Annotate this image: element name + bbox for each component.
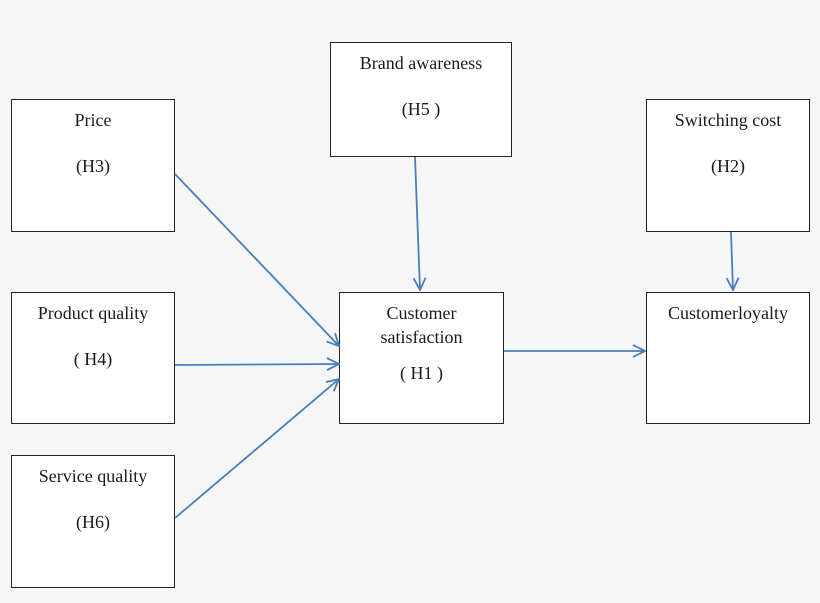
node-label: Switching cost — [674, 110, 782, 130]
arrow-brand-awareness-to-satisfaction — [415, 156, 420, 290]
arrow-price-to-satisfaction — [174, 173, 339, 346]
node-label: Brand awareness — [359, 53, 483, 73]
node-label-line1: Customer — [386, 303, 457, 323]
node-hypothesis-code: (H2) — [711, 156, 745, 176]
node-label: Product quality — [37, 303, 149, 323]
node-service-quality: Service quality (H6) — [11, 455, 175, 588]
node-brand-awareness: Brand awareness (H5 ) — [330, 42, 512, 157]
node-label-line2: satisfaction — [380, 327, 463, 347]
node-label: Service quality — [38, 466, 148, 486]
arrow-product-quality-to-satisfaction — [174, 364, 339, 365]
node-customer-loyalty: Customerloyalty — [646, 292, 810, 424]
node-product-quality: Product quality ( H4) — [11, 292, 175, 424]
node-label: Customerloyalty — [668, 303, 788, 323]
node-hypothesis-code: (H5 ) — [401, 99, 441, 119]
node-customer-satisfaction: Customer satisfaction ( H1 ) — [339, 292, 504, 424]
node-price: Price (H3) — [11, 99, 175, 232]
node-hypothesis-code: (H3) — [76, 156, 110, 176]
node-label: Price — [74, 110, 112, 130]
node-hypothesis-code: ( H1 ) — [400, 363, 443, 383]
arrow-switching-cost-to-loyalty — [731, 231, 733, 290]
node-hypothesis-code: ( H4) — [73, 349, 113, 369]
node-hypothesis-code: (H6) — [76, 512, 110, 532]
node-switching-cost: Switching cost (H2) — [646, 99, 810, 232]
arrow-service-quality-to-satisfaction — [174, 379, 339, 519]
